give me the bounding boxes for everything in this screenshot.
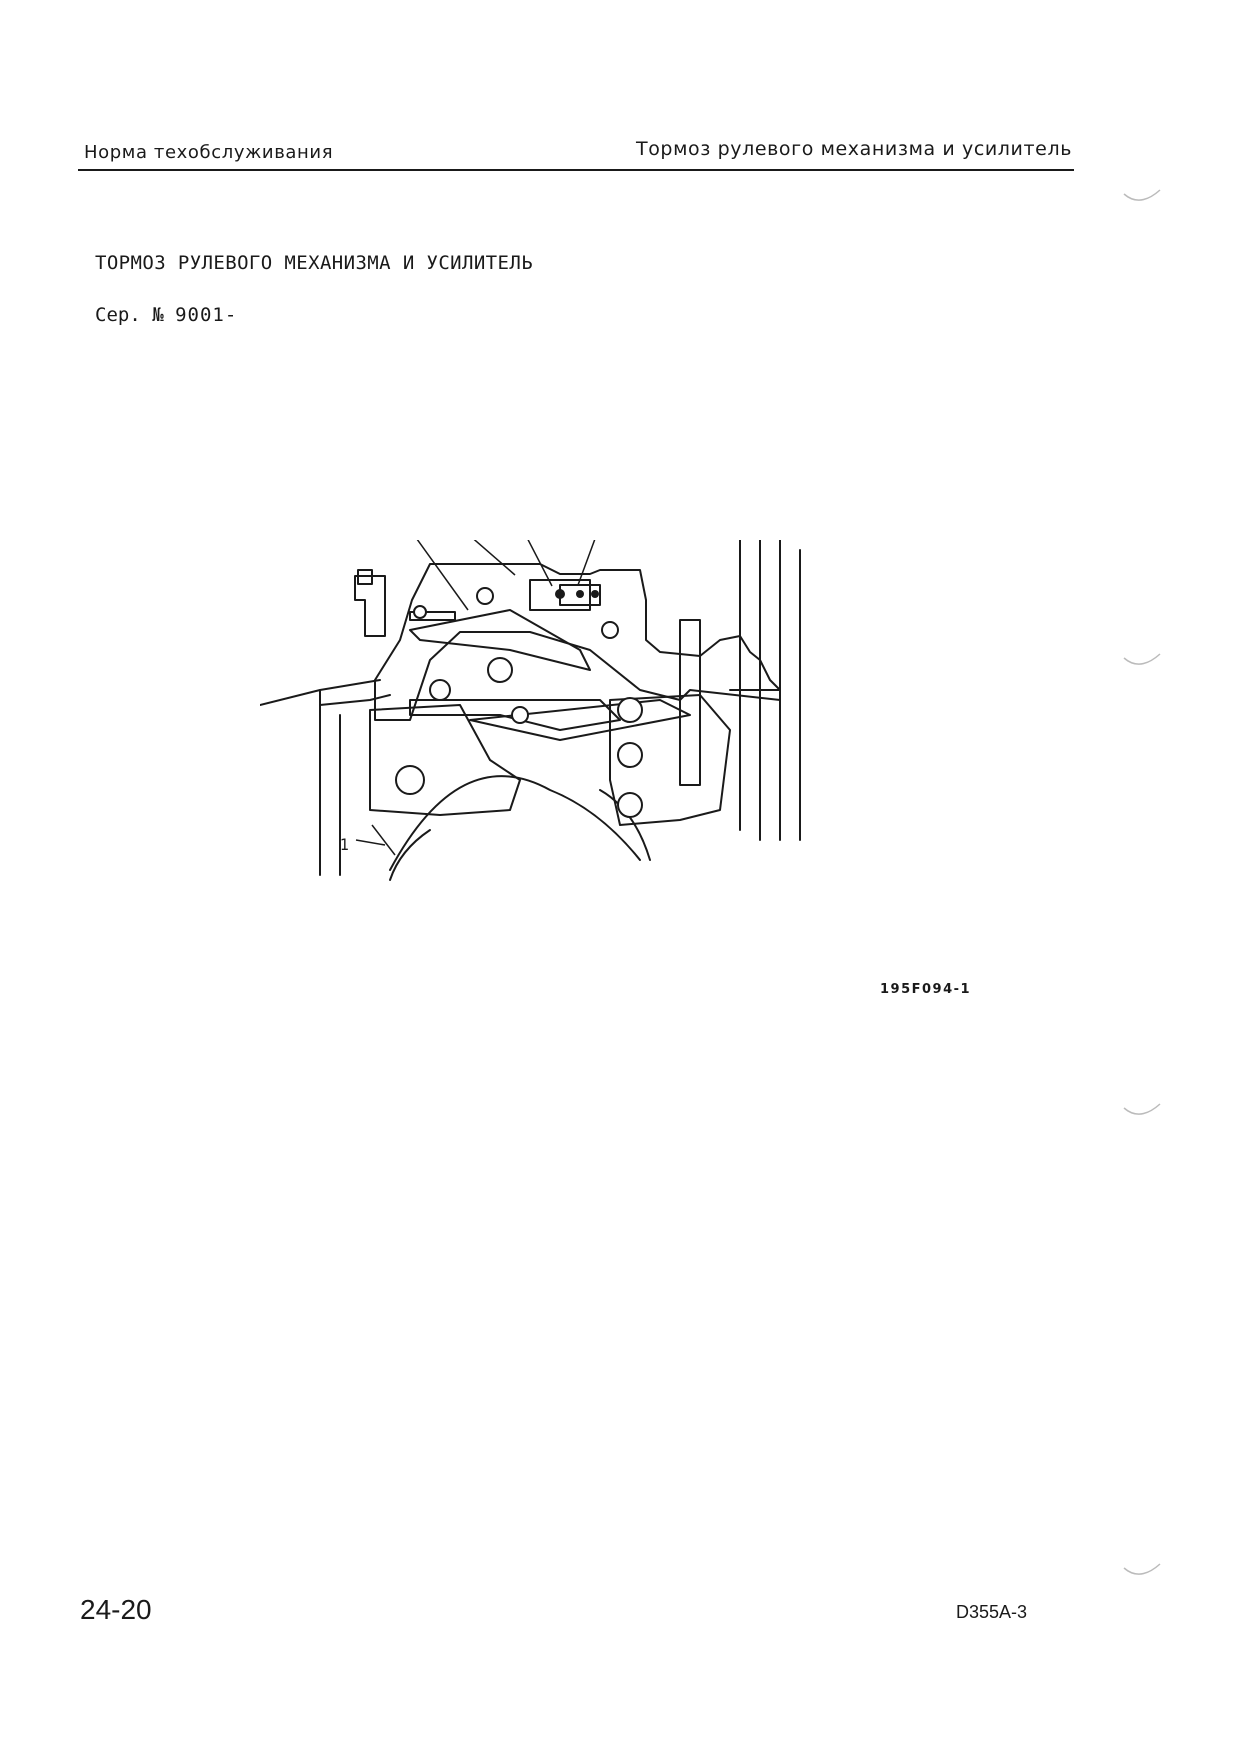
header-section-label: Норма техобслуживания xyxy=(84,142,334,163)
serial-label: Сер. № xyxy=(95,304,164,326)
page-title: ТОРМОЗ РУЛЕВОГО МЕХАНИЗМА И УСИЛИТЕЛЬ xyxy=(95,252,534,274)
left-assembly xyxy=(369,704,521,816)
punch-hole-mark xyxy=(1123,189,1161,201)
lower-linkage xyxy=(409,699,621,731)
header-divider xyxy=(78,169,1074,171)
left-mount xyxy=(354,575,386,637)
vertical-link xyxy=(679,619,701,786)
model-code: D355A-3 xyxy=(956,1602,1028,1622)
punch-hole-mark xyxy=(1123,1103,1161,1115)
punch-hole-mark xyxy=(1123,653,1161,665)
brake-booster-schematic: 5 2 3 4 1 xyxy=(260,540,801,881)
drawing-code: 195F094-1 xyxy=(880,982,972,997)
page-number: 24-20 xyxy=(80,1594,152,1625)
outer-line xyxy=(319,679,381,711)
serial-number: Сер. № 9001- xyxy=(95,304,237,326)
lever-arm xyxy=(409,609,591,671)
serial-value: 9001- xyxy=(175,304,238,326)
header-topic-label: Тормоз рулевого механизма и усилитель xyxy=(635,138,1072,160)
callout-1: 1 xyxy=(340,835,349,854)
right-assembly xyxy=(609,694,731,826)
punch-hole-mark xyxy=(1123,1563,1161,1575)
housing-outline xyxy=(374,563,781,721)
brake-drum xyxy=(389,775,641,871)
